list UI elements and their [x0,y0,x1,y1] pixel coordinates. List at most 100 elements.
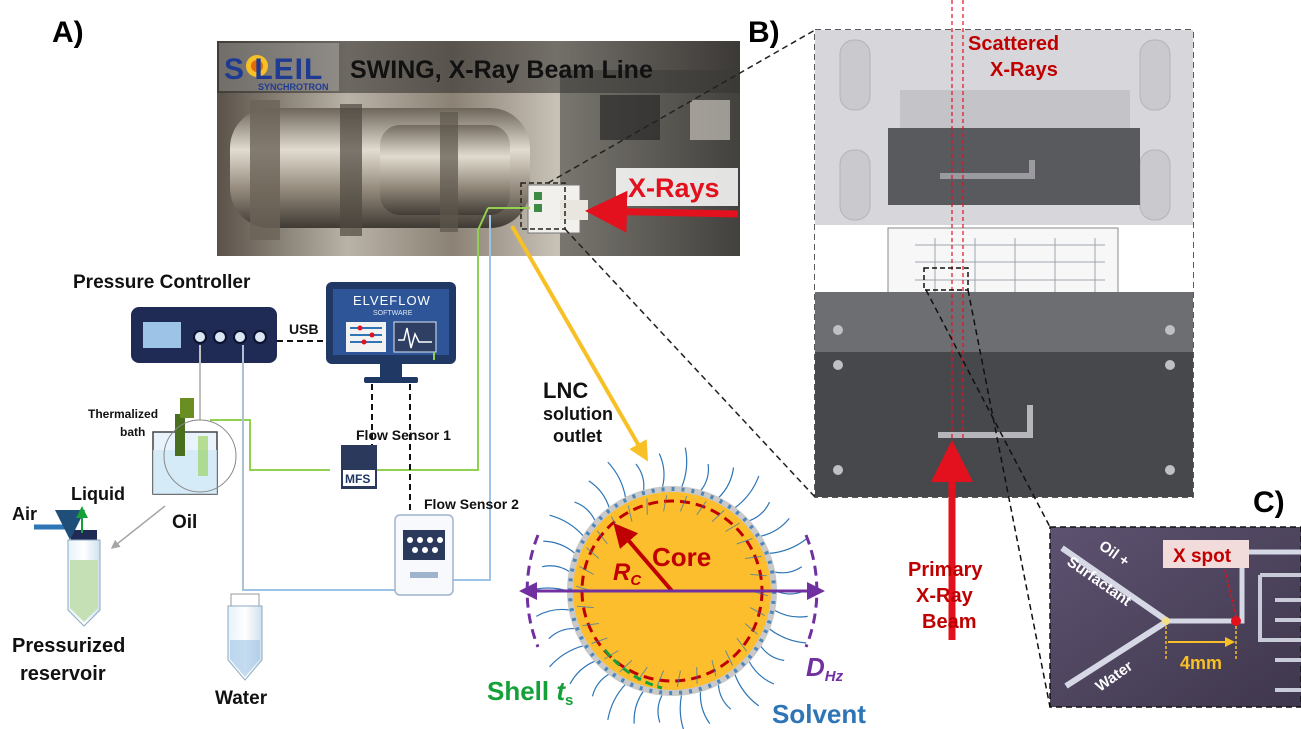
inner-wave [596,530,608,545]
xray-arrow [585,190,739,233]
thermalized-bath-label-2: bath [120,425,145,439]
primary-beam-label-1: Primary [908,559,983,581]
surfactant-tail [607,461,627,499]
xspot-dot [1231,616,1241,626]
dhz-label-d: D [806,652,825,682]
inner-wave [676,670,681,687]
surfactant-tail [774,566,803,574]
dhz-label-sub: Hz [825,668,844,685]
flow-sensor-2 [394,514,454,596]
inner-wave [750,573,767,577]
air-label: Air [12,504,37,524]
surfactant-tail [681,447,688,488]
oil-label: Oil [172,512,197,533]
inner-wave [578,565,594,575]
surfactant-tail [768,628,807,644]
scattered-xrays-label-2: X-Rays [990,59,1058,81]
xspot-leader [1224,569,1237,617]
inner-wave [745,555,762,559]
green-tube-join [477,207,489,231]
green-tube-oil-line [373,230,479,471]
surfactant-tail [768,538,807,554]
inner-wave [725,650,734,666]
blue-tube-right [452,215,491,581]
rc-arrow [613,522,674,593]
shell-label: Shell ts [487,676,573,709]
inner-wave [663,495,668,512]
flow-sensor-1 [341,445,377,489]
surfactant-tail [607,683,627,721]
shell-label-sub: s [565,692,573,709]
pressure-controller-label: Pressure Controller [73,272,251,293]
surfactant-tail [748,660,775,685]
surfactant-tail [759,645,785,662]
lnc-outlet-label-3: outlet [553,426,602,446]
xrays-label: X-Rays [628,173,720,203]
core-label: Core [652,542,711,572]
surfactant-tail [542,565,571,573]
inner-wave [711,510,725,523]
scattered-xrays-label-1: Scattered [968,33,1059,55]
inner-wave [619,659,633,672]
panel-label-a: A) [52,16,84,49]
pressurized-reservoir [67,530,101,627]
panel-label-b: B) [748,16,780,49]
surfactant-tail [574,501,596,522]
inner-wave [725,522,740,532]
zoom-line-c-bottom [967,289,1051,708]
surfactant-tail [549,645,584,668]
micro-zoom-box [923,267,969,291]
air-inlet-arrow [34,510,85,540]
water-label: Water [215,688,268,709]
elveflow-brand: ELVEFLOW [353,293,431,308]
surfactant-tail [549,514,585,537]
inner-wave [744,623,758,635]
dhz-arc-right [804,534,819,648]
surfactant-tail [734,475,760,509]
solvent-label: Solvent [772,699,866,729]
surfactant-tail [679,694,685,729]
scale-label: 4mm [1180,653,1222,673]
inner-wave [736,538,753,545]
inner-wave [604,650,619,660]
water-tube [227,593,263,681]
surfactant-tail [633,690,644,724]
surfactant-tail [717,467,735,499]
panel-label-c: C) [1253,486,1285,519]
inner-wave [656,670,665,687]
flow-sensor-1-label: Flow Sensor 1 [356,427,451,443]
reservoir-label-1: Pressurized [12,635,125,657]
beamline-title: SWING, X-Ray Beam Line [350,56,653,84]
surfactant-tail [700,463,710,492]
dhz-label: DHz [806,652,844,685]
inner-wave [582,623,599,627]
xspot-label: X spot [1173,546,1232,567]
shell-label-t: t [556,676,566,706]
surfactant-tail [591,673,610,697]
inner-wave [736,637,748,652]
thermalized-bath-label-1: Thermalized [88,407,158,421]
oil-zoom-arrow [110,505,166,549]
zoom-line-bottom [564,228,816,498]
surfactant-tail [773,609,808,618]
lnc-outlet-label-1: LNC [543,378,588,403]
inner-wave [577,605,594,609]
reservoir-label-2: reservoir [20,663,106,685]
surfactant-tail [734,673,760,707]
surfactant-tail [588,480,610,509]
liquid-label: Liquid [71,484,125,504]
inner-wave [750,607,766,617]
lnc-outlet-label-2: solution [543,404,613,424]
rc-label-sub: C [630,572,642,589]
surfactant-tail [658,453,665,488]
zoom-line-c-top [925,289,1051,528]
inner-wave [627,505,633,522]
surfactant-tail [569,660,596,685]
flow-sensor-2-label: Flow Sensor 2 [424,496,519,512]
sample-selection-box [520,182,566,230]
surfactant-tail [543,540,576,554]
thermalized-bath [152,398,237,495]
primary-beam-label-2: X-Ray [916,585,974,607]
green-tube-bath [210,419,330,471]
